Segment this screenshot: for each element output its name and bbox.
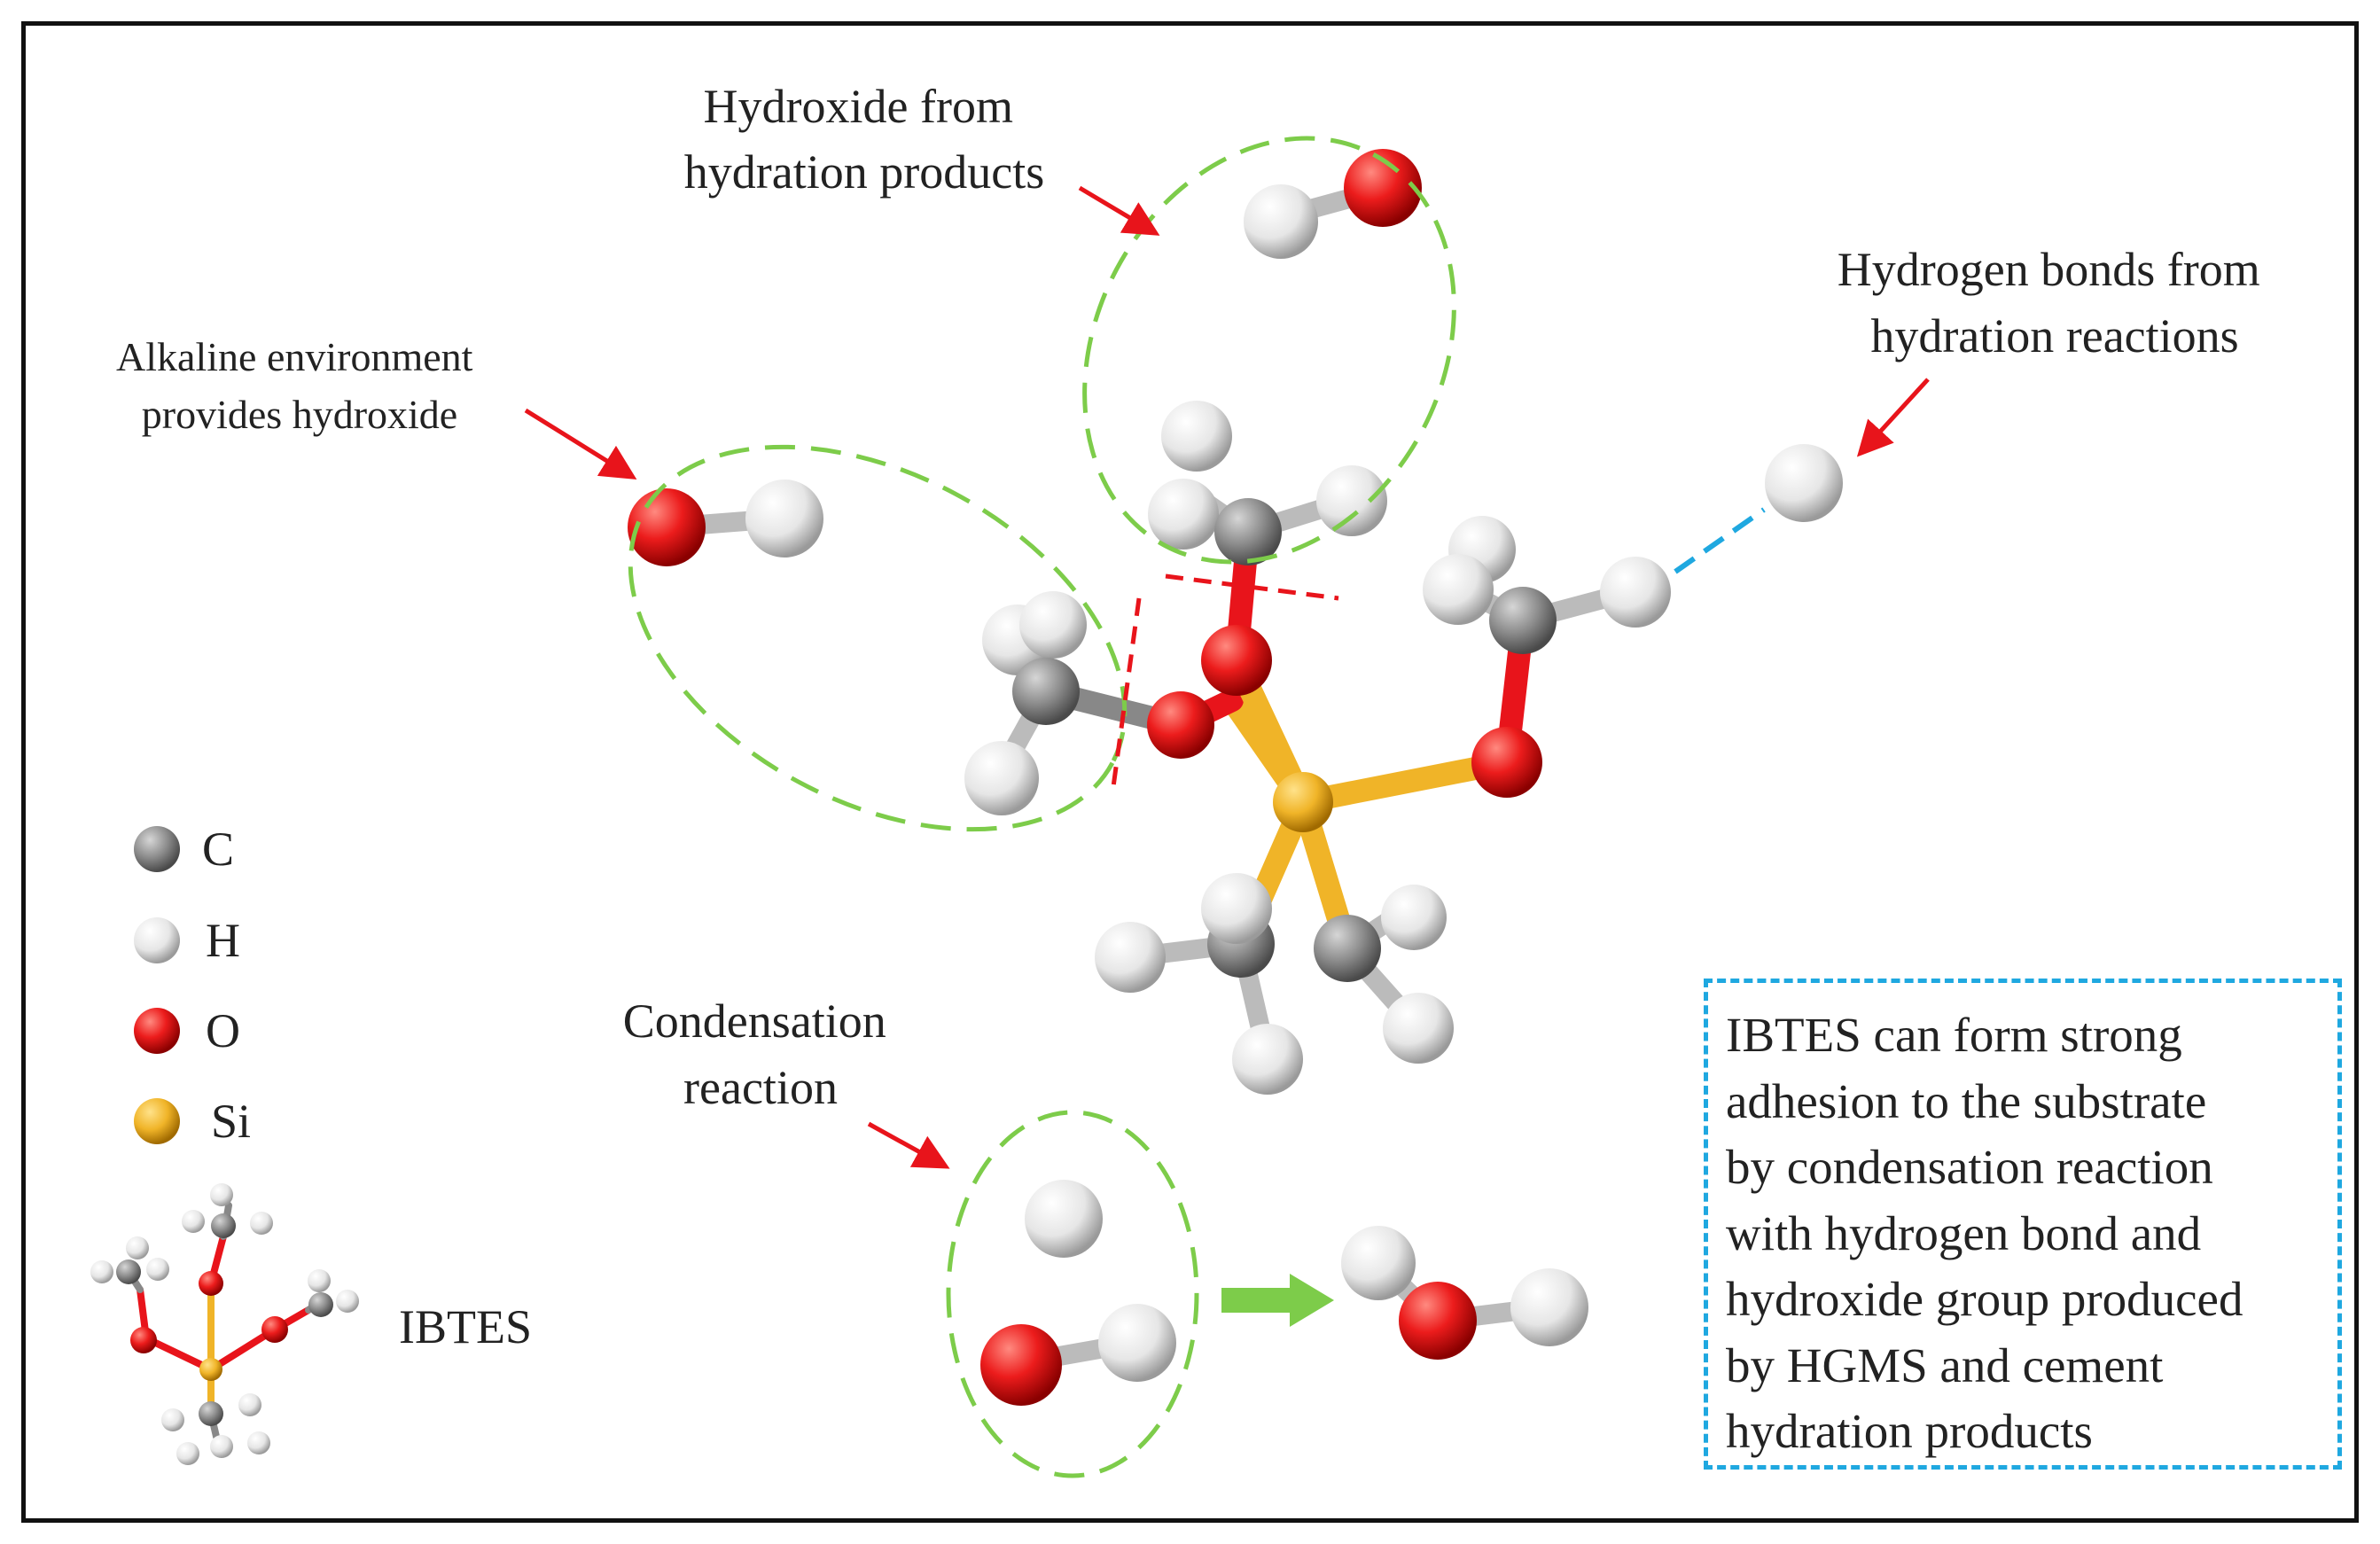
arrow-hydrogen-bonds xyxy=(1856,378,1930,457)
hydrogen-atom xyxy=(1341,1226,1416,1300)
ellipse-condensation xyxy=(946,1110,1199,1478)
hydrogen-atom xyxy=(1019,591,1087,659)
legend-oxygen-icon xyxy=(134,1008,180,1054)
legend-carbon-icon xyxy=(134,826,180,872)
hydrogen-atom xyxy=(1232,1024,1303,1095)
oxygen-atom xyxy=(130,1327,157,1353)
carbon-atom xyxy=(116,1259,141,1284)
water-molecule xyxy=(1341,1226,1588,1360)
carbon-atom xyxy=(1214,498,1282,565)
hydrogen-atom xyxy=(176,1442,199,1465)
label-hydroxide-hydration: Hydroxide from hydration products xyxy=(684,80,1044,199)
oxygen-atom xyxy=(1399,1282,1477,1360)
hydrogen-atom xyxy=(336,1290,359,1313)
hydroxide-top xyxy=(1244,149,1422,259)
legend: C H O Si xyxy=(134,823,251,1148)
hydrogen-atom xyxy=(210,1435,233,1458)
silicon-atom xyxy=(1273,772,1333,832)
hydrogen-atom xyxy=(1510,1268,1588,1346)
hydrogen-atom xyxy=(250,1212,273,1235)
cleavage-line-top xyxy=(1165,573,1339,601)
hydrogen-atom xyxy=(126,1236,149,1259)
arrow-condensation xyxy=(867,1121,950,1169)
hydrogen-atom xyxy=(1383,993,1454,1064)
label-condensation: Condensation reaction xyxy=(623,994,898,1114)
hydrogen-atom xyxy=(182,1210,205,1233)
info-line: by condensation reaction xyxy=(1726,1140,2213,1194)
legend-hydrogen-icon xyxy=(134,917,180,963)
hydrogen-atom xyxy=(90,1260,113,1283)
carbon-atom xyxy=(1314,915,1381,982)
info-box: IBTES can form strong adhesion to the su… xyxy=(1704,979,2342,1470)
hydrogen-atom xyxy=(1098,1304,1176,1382)
hydrogen-atom xyxy=(745,480,823,558)
silicon-atom xyxy=(199,1358,222,1381)
hydrogen-atom xyxy=(1244,184,1318,259)
carbon-atom xyxy=(211,1213,236,1238)
hydrogen-atom xyxy=(308,1269,331,1292)
hydrogen-atom xyxy=(146,1258,169,1281)
label-hydrogen-bonds: Hydrogen bonds from hydration reactions xyxy=(1838,243,2272,363)
hydrogen-atom xyxy=(238,1393,261,1416)
oxygen-atom xyxy=(1344,149,1422,227)
label-alkaline: Alkaline environment provides hydroxide xyxy=(116,334,483,437)
hydrogen-atom xyxy=(1381,885,1447,950)
hydrogen-atom-free xyxy=(1765,444,1843,522)
hydrogen-atom xyxy=(1201,873,1272,944)
oxygen-atom xyxy=(628,488,706,566)
hydrogen-atom xyxy=(210,1183,233,1206)
hydrogen-atom xyxy=(1316,465,1387,536)
arrow-hydroxide-top xyxy=(1078,185,1160,236)
hydrogen-bond-dashed xyxy=(1674,507,1766,574)
legend-label-h: H xyxy=(206,914,240,967)
info-line: adhesion to the substrate xyxy=(1726,1073,2207,1128)
carbon-atom xyxy=(1012,658,1080,725)
ibtes-structure-label: IBTES xyxy=(399,1300,532,1353)
oxygen-atom xyxy=(1201,625,1272,696)
ellipse-hydroxide-top xyxy=(1082,136,1456,565)
carbon-atom xyxy=(199,1401,223,1426)
hydrogen-atom xyxy=(247,1431,270,1454)
oxygen-atom xyxy=(1471,727,1542,798)
legend-label-c: C xyxy=(202,823,234,876)
info-line: IBTES can form strong xyxy=(1726,1008,2182,1062)
oxygen-atom xyxy=(199,1271,223,1296)
arrow-alkaline xyxy=(524,408,637,480)
reaction-arrow xyxy=(1221,1274,1334,1327)
hydrogen-atom xyxy=(1600,557,1671,628)
legend-silicon-icon xyxy=(134,1098,180,1144)
cleavage-line-left xyxy=(1110,597,1142,794)
hydrogen-atom xyxy=(1025,1180,1103,1258)
hydrogen-atom xyxy=(1148,479,1219,550)
oxygen-atom xyxy=(1147,691,1214,759)
carbon-atom xyxy=(308,1292,333,1317)
info-line: by HGMS and cement xyxy=(1726,1337,2164,1392)
hydrogen-atom xyxy=(1161,401,1232,472)
carbon-atom xyxy=(1489,587,1557,654)
hydrogen-atom xyxy=(964,741,1039,815)
ibtes-atoms xyxy=(964,401,1671,1095)
info-line: with hydrogen bond and xyxy=(1726,1205,2202,1260)
hydrogen-atom xyxy=(1095,922,1166,993)
figure-frame xyxy=(21,21,2359,1523)
hydrogen-atom xyxy=(161,1408,184,1431)
hydrogen-atom xyxy=(1423,554,1494,625)
ellipse-alkaline xyxy=(628,444,1128,832)
info-line: hydroxide group produced xyxy=(1726,1272,2243,1326)
condensation-reactants xyxy=(980,1180,1176,1406)
legend-label-si: Si xyxy=(211,1095,251,1148)
oxygen-atom xyxy=(980,1324,1062,1406)
info-line: hydration products xyxy=(1726,1404,2093,1458)
oxygen-atom xyxy=(261,1316,288,1343)
legend-label-o: O xyxy=(206,1004,240,1057)
ibtes-structure-icon xyxy=(90,1183,359,1465)
